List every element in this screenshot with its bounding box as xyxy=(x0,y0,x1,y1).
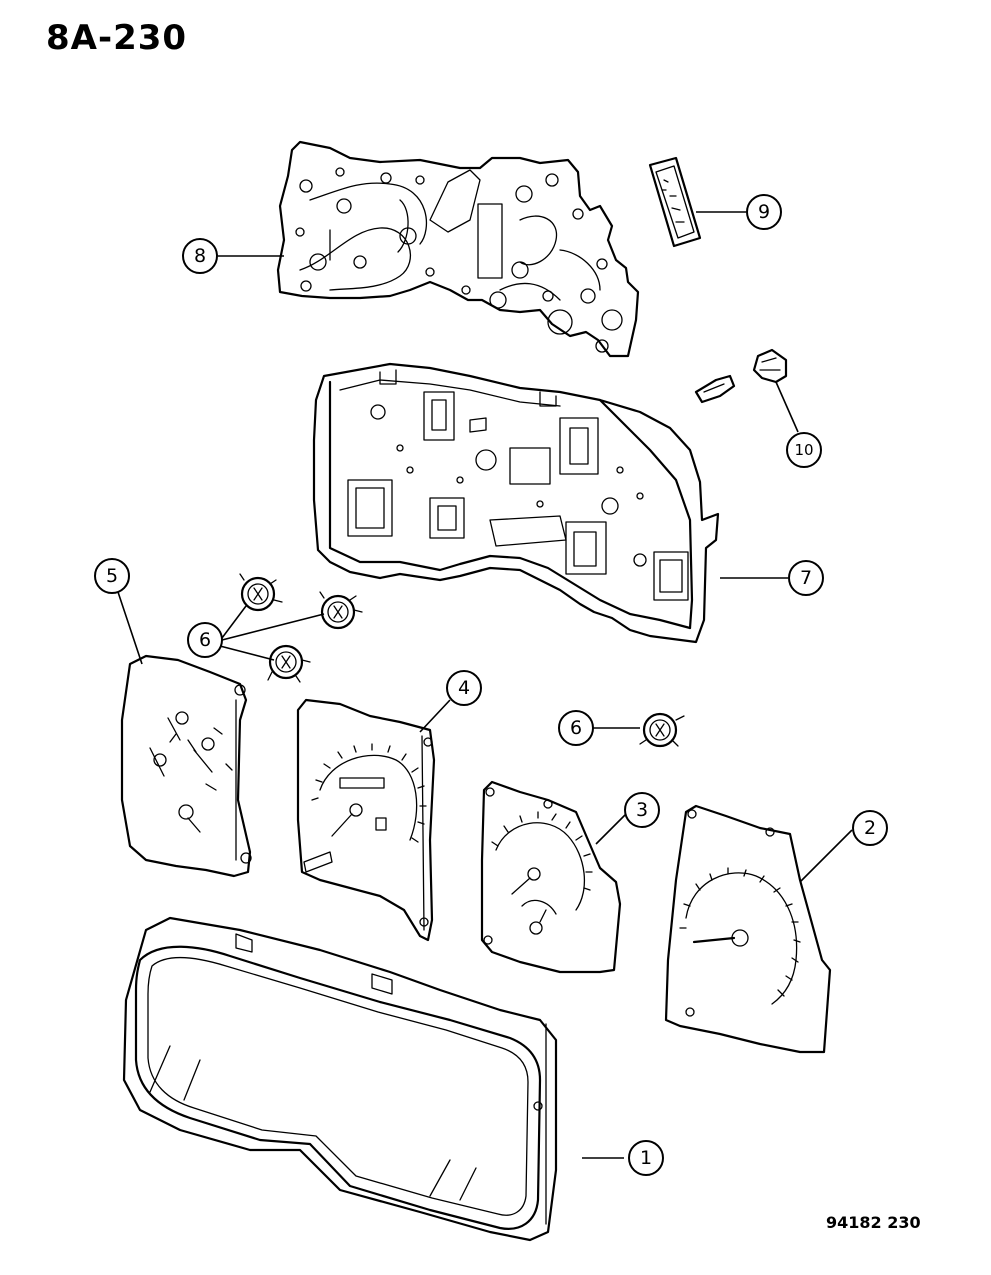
callout-5: 5 xyxy=(94,558,130,594)
gauge-module-drawing-2 xyxy=(319,591,363,630)
callout-3: 3 xyxy=(624,792,660,828)
callout-6-right: 6 xyxy=(558,710,594,746)
svg-text:8: 8 xyxy=(194,245,206,267)
leader-lines xyxy=(117,211,853,1159)
leader-6b xyxy=(221,613,325,641)
svg-text:7: 7 xyxy=(800,567,812,589)
svg-text:9: 9 xyxy=(758,201,770,223)
leader-2 xyxy=(799,829,853,883)
gauge-module-drawing-4 xyxy=(639,712,685,748)
svg-text:1: 1 xyxy=(640,1147,652,1169)
lens-drawing xyxy=(122,916,558,1242)
callout-8: 8 xyxy=(182,238,218,274)
svg-text:6: 6 xyxy=(199,629,211,651)
speedometer-plate-drawing xyxy=(664,804,832,1054)
callout-7: 7 xyxy=(788,560,824,596)
figure-code: 94182 230 xyxy=(826,1213,921,1232)
svg-text:10: 10 xyxy=(794,441,813,459)
leader-5 xyxy=(117,591,143,665)
speedometer-clock-plate-drawing xyxy=(296,698,436,942)
gauge-module-drawing-3 xyxy=(267,644,311,683)
cluster-housing-drawing xyxy=(312,362,720,644)
leader-10 xyxy=(775,381,799,433)
callout-9: 9 xyxy=(746,194,782,230)
leader-6a xyxy=(221,605,247,639)
callout-1: 1 xyxy=(628,1140,664,1176)
svg-text:2: 2 xyxy=(864,817,876,839)
svg-text:4: 4 xyxy=(458,677,470,699)
leader-3 xyxy=(595,811,629,845)
leader-6c xyxy=(219,645,275,661)
callout-4: 4 xyxy=(446,670,482,706)
gauge-module-drawing-1 xyxy=(239,573,283,612)
svg-text:5: 5 xyxy=(106,565,118,587)
lamp-socket-drawing xyxy=(694,348,788,404)
callout-2: 2 xyxy=(852,810,888,846)
multi-gauge-plate-drawing xyxy=(120,654,252,878)
tachometer-plate-drawing xyxy=(480,780,622,974)
svg-text:3: 3 xyxy=(636,799,648,821)
chip-module-drawing xyxy=(648,156,702,248)
printed-circuit-board-drawing xyxy=(276,140,640,358)
callout-6-left: 6 xyxy=(187,622,223,658)
svg-text:6: 6 xyxy=(570,717,582,739)
leader-4 xyxy=(419,699,451,733)
callout-10: 10 xyxy=(786,432,822,468)
page-number: 8A-230 xyxy=(46,18,188,58)
